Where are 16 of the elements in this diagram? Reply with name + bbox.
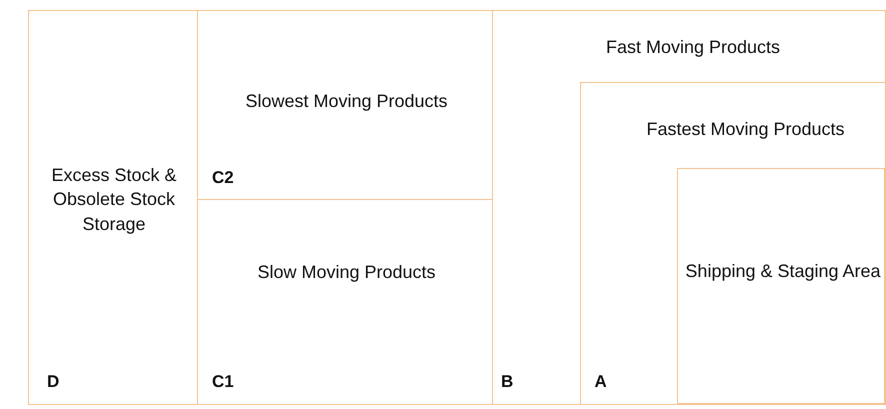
storage-zone: [197, 199, 494, 405]
zone-label: Excess Stock & Obsolete Stock Storage: [50, 164, 178, 236]
zone-letter: B: [501, 372, 514, 392]
zone-label: Fastest Moving Products: [645, 118, 846, 141]
storage-zone: [492, 10, 886, 405]
zone-letter: D: [47, 372, 60, 392]
zone-letter: C2: [212, 168, 234, 188]
storage-zone: [28, 10, 198, 405]
zone-letter: A: [594, 372, 607, 392]
zone-letter: C1: [212, 372, 234, 392]
storage-zone: [580, 82, 886, 404]
storage-zone: [677, 168, 885, 404]
zone-label: Slow Moving Products: [256, 261, 437, 284]
zone-label: Shipping & Staging Area: [684, 260, 882, 283]
zone-label: Fast Moving Products: [604, 36, 782, 59]
zone-label: Slowest Moving Products: [244, 90, 449, 113]
